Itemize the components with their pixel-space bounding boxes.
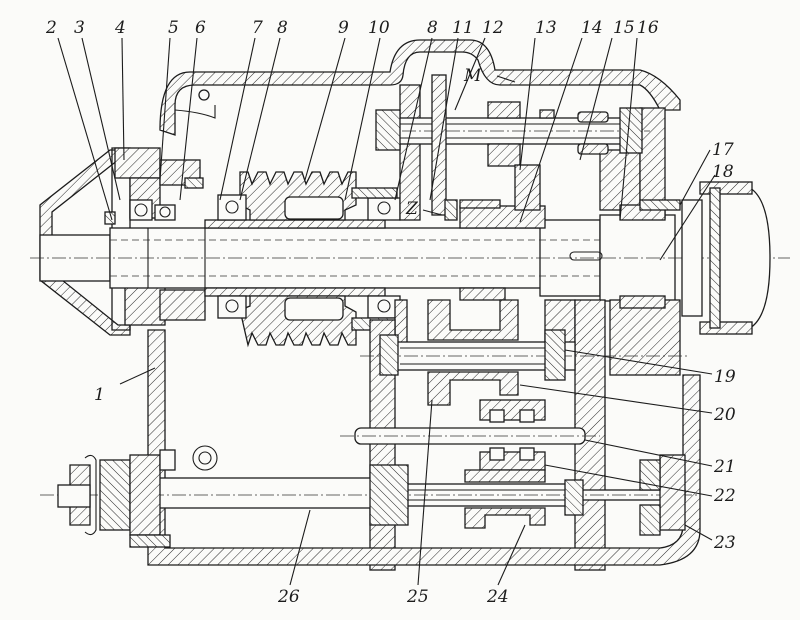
- left-sprocket: [57, 445, 218, 548]
- callout-1: 1: [94, 385, 105, 405]
- callout-2: 2: [45, 18, 57, 38]
- v-belt-pulley: [239, 171, 357, 348]
- spindle-nose: [619, 181, 771, 335]
- left-bearing-block: [104, 147, 206, 326]
- callout-22: 22: [713, 486, 736, 506]
- callout-23: 23: [713, 533, 736, 553]
- callout-20: 20: [713, 405, 736, 425]
- callout-9: 9: [338, 18, 349, 38]
- callout-24: 24: [486, 587, 509, 607]
- callout-21: 21: [713, 457, 736, 477]
- callout-11: 11: [452, 18, 474, 38]
- callout-15: 15: [613, 18, 635, 38]
- lifting-eye-hole: [198, 89, 210, 101]
- main-spindle: [30, 214, 790, 302]
- callout-26: 26: [277, 587, 300, 607]
- cover-bolt-hole: [192, 445, 218, 471]
- annotation-m: M: [463, 66, 482, 86]
- callout-16: 16: [637, 18, 659, 38]
- annotation-z: Z: [405, 199, 419, 219]
- callout-17: 17: [712, 140, 734, 160]
- callout-labels: 2 3 4 5 6 7 8 9 10 8 11 12 13 14 15 16 1…: [45, 18, 736, 607]
- right-cover-plate: [639, 454, 686, 536]
- shift-rod: [340, 399, 600, 471]
- callout-25: 25: [406, 587, 429, 607]
- callout-14: 14: [581, 18, 603, 38]
- callout-19: 19: [714, 367, 736, 387]
- callout-6: 6: [195, 18, 206, 38]
- callout-12: 12: [482, 18, 504, 38]
- middle-shaft: [360, 299, 690, 406]
- gear-z: [444, 199, 501, 221]
- callout-4: 4: [114, 18, 126, 38]
- callout-8-left: 8: [277, 18, 288, 38]
- lower-shaft: [40, 464, 700, 529]
- housing-top: [159, 39, 681, 136]
- upper-shaft: [375, 74, 650, 216]
- callout-5: 5: [168, 18, 179, 38]
- callout-18: 18: [712, 162, 734, 182]
- callout-3: 3: [74, 18, 85, 38]
- leader-lines: [57, 37, 716, 586]
- callout-7: 7: [252, 18, 263, 38]
- callout-10: 10: [368, 18, 390, 38]
- callout-13: 13: [535, 18, 557, 38]
- callout-8-right: 8: [427, 18, 438, 38]
